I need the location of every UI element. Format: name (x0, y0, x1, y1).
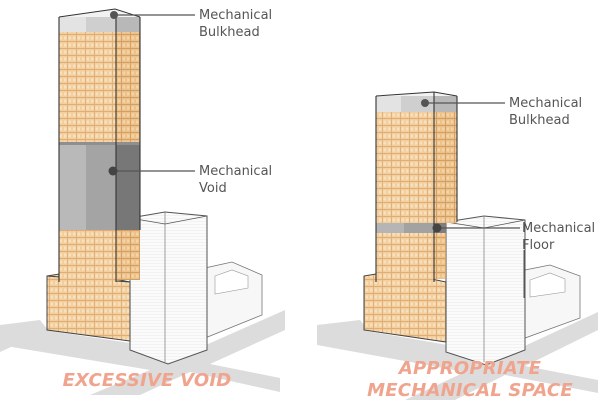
tower-lower-left (59, 230, 140, 282)
neighbor-building-tall-right (445, 215, 526, 366)
callout-bulkhead-left (110, 11, 195, 19)
label-line: Mechanical (509, 96, 583, 111)
mechanical-bulkhead-right (375, 91, 458, 112)
caption-line: APPROPRIATE (398, 358, 542, 379)
tower-outline-left (58, 12, 141, 282)
label-line: Bulkhead (199, 25, 260, 40)
tower-lower-right (376, 233, 446, 281)
neighbor-building-tall-left (129, 211, 208, 365)
label-line: Floor (522, 238, 555, 253)
tower-outline-right (375, 92, 458, 282)
caption-appropriate-mechanical-space: APPROPRIATE MECHANICAL SPACE (360, 358, 580, 402)
label-line: Void (199, 181, 227, 196)
label-mechanical-bulkhead-left: Mechanical Bulkhead (199, 7, 272, 41)
label-mechanical-bulkhead-right: Mechanical Bulkhead (509, 95, 582, 129)
caption-line: MECHANICAL SPACE (367, 380, 573, 401)
mechanical-bulkhead-left (58, 8, 141, 32)
label-line: Mechanical (522, 221, 596, 236)
left-panel-excessive-void (0, 8, 285, 395)
mechanical-void-block (59, 142, 140, 230)
neighbor-building-low-right (524, 264, 581, 339)
caption-excessive-void: EXCESSIVE VOID (62, 370, 232, 391)
label-line: Mechanical (199, 164, 273, 179)
right-panel-appropriate-space (317, 91, 598, 400)
label-mechanical-floor: Mechanical Floor (522, 220, 595, 254)
tower-upper-left (59, 30, 140, 142)
label-line: Mechanical (199, 8, 273, 23)
label-line: Bulkhead (509, 113, 570, 128)
callout-void-left (108, 166, 195, 176)
callout-bulkhead-right (421, 99, 505, 107)
label-mechanical-void: Mechanical Void (199, 163, 272, 197)
callout-floor-right (432, 223, 525, 298)
tower-upper-right (376, 112, 457, 223)
